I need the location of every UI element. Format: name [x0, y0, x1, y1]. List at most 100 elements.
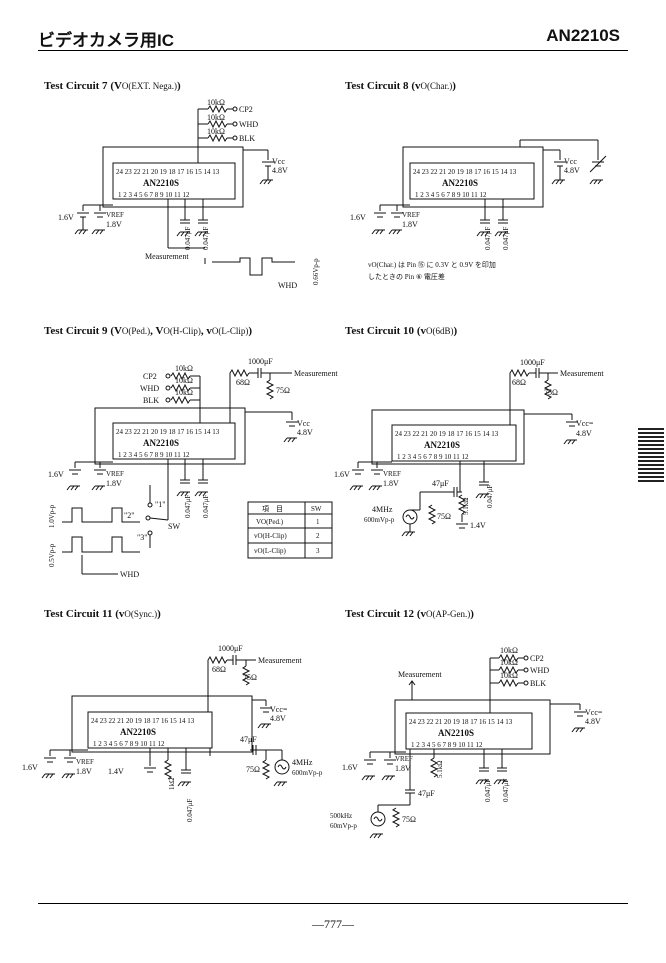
svg-text:VREF: VREF — [402, 211, 420, 219]
svg-text:1: 1 — [316, 518, 320, 526]
tc12-title: Test Circuit 12 (vO(AP-Gen.)) — [345, 608, 474, 620]
svg-text:10kΩ: 10kΩ — [207, 127, 225, 136]
svg-text:WHD: WHD — [140, 384, 159, 393]
svg-text:5.1kΩ: 5.1kΩ — [462, 498, 470, 515]
svg-text:1.6V: 1.6V — [342, 763, 358, 772]
svg-text:AN2210S: AN2210S — [438, 728, 474, 738]
svg-text:75Ω: 75Ω — [437, 512, 451, 521]
svg-text:0.66Vp-p: 0.66Vp-p — [312, 258, 320, 285]
svg-text:10kΩ: 10kΩ — [500, 658, 518, 667]
tc9-switch-table: 項 目 SW VO(Ped.) 1 vO(H-Clip) 2 vO(L-Clip… — [247, 501, 333, 559]
svg-text:Measurement: Measurement — [145, 252, 189, 261]
svg-text:1.6V: 1.6V — [22, 763, 38, 772]
tc12-schematic: 24 23 22 21 20 19 18 17 16 15 14 13 AN22… — [330, 646, 603, 839]
svg-text:1.8V: 1.8V — [106, 220, 122, 229]
section-index-tab — [638, 428, 664, 484]
svg-text:10kΩ: 10kΩ — [175, 376, 193, 385]
svg-text:1.4V: 1.4V — [108, 767, 124, 776]
svg-text:1.8V: 1.8V — [106, 479, 122, 488]
svg-text:47μF: 47μF — [432, 479, 449, 488]
svg-text:5.1kΩ: 5.1kΩ — [436, 761, 444, 778]
svg-text:VREF: VREF — [106, 211, 124, 219]
svg-text:600mVp-p: 600mVp-p — [292, 769, 323, 777]
tc10-title: Test Circuit 10 (vO(6dB)) — [345, 325, 458, 337]
svg-text:項 目: 項 目 — [262, 505, 283, 513]
tc9-schematic: 24 23 22 21 20 19 18 17 16 15 14 13 AN22… — [48, 357, 338, 579]
svg-text:75Ω: 75Ω — [243, 673, 257, 682]
svg-text:"1": "1" — [155, 500, 166, 509]
svg-text:"2": "2" — [124, 511, 135, 520]
svg-text:24 23 22 21 20 19 18 17 16 15: 24 23 22 21 20 19 18 17 16 15 14 13 — [413, 168, 517, 176]
svg-text:4MHz: 4MHz — [292, 758, 313, 767]
svg-text:1.6V: 1.6V — [350, 213, 366, 222]
svg-text:24 23 22 21 20 19 18 17 16 15: 24 23 22 21 20 19 18 17 16 15 14 13 — [91, 717, 195, 725]
svg-text:75Ω: 75Ω — [544, 388, 558, 397]
tc9-title: Test Circuit 9 (VO(Ped.), VO(H-Clip), vO… — [44, 325, 253, 337]
svg-text:AN2210S: AN2210S — [442, 178, 478, 188]
footer-rule — [38, 903, 628, 904]
svg-text:CP2: CP2 — [530, 654, 544, 663]
svg-text:SW: SW — [311, 505, 322, 513]
svg-text:2: 2 — [316, 532, 320, 540]
tc8-note-line2: したときの Pin ⑥ 電圧差 — [368, 272, 445, 281]
svg-text:10kΩ: 10kΩ — [175, 364, 193, 373]
svg-text:VREF: VREF — [395, 755, 413, 763]
svg-text:10kΩ: 10kΩ — [175, 388, 193, 397]
tc7-schematic: 24 23 22 21 20 19 18 17 16 15 14 13 AN22… — [58, 98, 320, 290]
svg-text:AN2210S: AN2210S — [120, 727, 156, 737]
svg-text:1 2 3 4 5 6 7 8 9 10 11 12: 1 2 3 4 5 6 7 8 9 10 11 12 — [397, 453, 469, 461]
header-title-left: ビデオカメラ用IC — [38, 31, 174, 50]
svg-text:10kΩ: 10kΩ — [207, 113, 225, 122]
svg-text:Vcc: Vcc — [297, 419, 310, 428]
svg-text:75Ω: 75Ω — [246, 765, 260, 774]
svg-text:1 2 3 4 5 6 7 8 9 10 11 12: 1 2 3 4 5 6 7 8 9 10 11 12 — [415, 191, 487, 199]
svg-text:AN2210S: AN2210S — [424, 440, 460, 450]
svg-text:10kΩ: 10kΩ — [500, 671, 518, 680]
svg-text:VREF: VREF — [76, 758, 94, 766]
svg-text:4.8V: 4.8V — [297, 428, 313, 437]
svg-text:24 23 22 21 20 19 18 17 16 15: 24 23 22 21 20 19 18 17 16 15 14 13 — [409, 718, 513, 726]
svg-text:SW: SW — [168, 522, 180, 531]
svg-text:24 23 22 21 20 19 18 17 16 15: 24 23 22 21 20 19 18 17 16 15 14 13 — [395, 430, 499, 438]
svg-text:0.047μF: 0.047μF — [484, 778, 492, 802]
svg-text:68Ω: 68Ω — [236, 378, 250, 387]
svg-text:68Ω: 68Ω — [212, 665, 226, 674]
svg-text:1.4V: 1.4V — [470, 521, 486, 530]
svg-text:1000μF: 1000μF — [520, 358, 545, 367]
svg-text:600mVp-p: 600mVp-p — [364, 516, 395, 524]
svg-text:WHD: WHD — [530, 666, 549, 675]
svg-text:vO(H-Clip): vO(H-Clip) — [254, 532, 287, 540]
svg-text:60mVp-p: 60mVp-p — [330, 822, 357, 830]
svg-text:1.6V: 1.6V — [58, 213, 74, 222]
svg-text:4.8V: 4.8V — [585, 717, 601, 726]
svg-text:0.047μF: 0.047μF — [502, 778, 510, 802]
svg-text:10kΩ: 10kΩ — [207, 98, 225, 107]
svg-text:Measurement: Measurement — [258, 656, 302, 665]
svg-text:BLK: BLK — [239, 134, 255, 143]
svg-text:0.047μF: 0.047μF — [202, 494, 210, 518]
svg-text:500kHz: 500kHz — [330, 812, 352, 820]
svg-text:WHD: WHD — [278, 281, 297, 290]
svg-text:AN2210S: AN2210S — [143, 438, 179, 448]
svg-text:10kΩ: 10kΩ — [500, 646, 518, 655]
svg-text:4.8V: 4.8V — [564, 166, 580, 175]
tc7-pins-top: 24 23 22 21 20 19 18 17 16 15 14 13 — [116, 168, 220, 176]
svg-text:Vcc=: Vcc= — [585, 708, 603, 717]
svg-text:1 2 3 4 5 6 7 8 9 10 11 12: 1 2 3 4 5 6 7 8 9 10 11 12 — [118, 451, 190, 459]
page-number: —777— — [312, 917, 354, 931]
svg-text:BLK: BLK — [530, 679, 546, 688]
svg-text:4.8V: 4.8V — [272, 166, 288, 175]
svg-text:VREF: VREF — [383, 470, 401, 478]
svg-text:0.047μF: 0.047μF — [184, 494, 192, 518]
svg-text:Vcc: Vcc — [564, 157, 577, 166]
svg-text:Vcc=: Vcc= — [270, 705, 288, 714]
svg-text:CP2: CP2 — [239, 105, 253, 114]
svg-text:1 2 3 4 5 6 7 8 9 10 11 12: 1 2 3 4 5 6 7 8 9 10 11 12 — [411, 741, 483, 749]
svg-text:68Ω: 68Ω — [512, 378, 526, 387]
svg-text:3: 3 — [316, 547, 320, 555]
tc11-schematic: 24 23 22 21 20 19 18 17 16 15 14 13 AN22… — [22, 644, 323, 822]
svg-text:4MHz: 4MHz — [372, 505, 393, 514]
svg-text:1.6V: 1.6V — [48, 470, 64, 479]
tc8-title: Test Circuit 8 (vO(Char.)) — [345, 80, 456, 92]
svg-text:75Ω: 75Ω — [276, 386, 290, 395]
